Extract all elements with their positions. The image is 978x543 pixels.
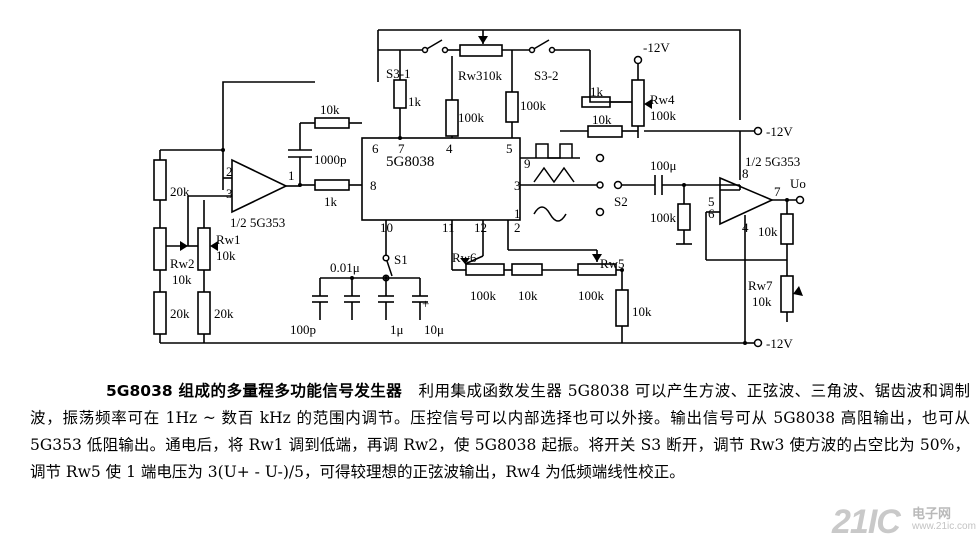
r-10k-feedback: 10k <box>320 102 340 117</box>
circuit-schematic: 5G8038 -12V -12V -12V 1/2 5G353 1/2 5G35… <box>153 29 806 351</box>
rw7-value: 10k <box>752 294 772 309</box>
supply-top-label: -12V <box>643 40 670 55</box>
r-10k-right: 10k <box>758 224 778 239</box>
cap-100p: 100p <box>290 322 316 337</box>
r-100k-rw6: 100k <box>470 288 497 303</box>
rw5-label: Rw5 <box>600 256 625 271</box>
rw6-label: Rw6 <box>452 250 477 265</box>
pin-1: 1 <box>514 206 521 221</box>
switch-s3-1-label: S3-1 <box>386 66 411 81</box>
caption: 5G8038 组成的多量程多功能信号发生器 利用集成函数发生器 5G8038 可… <box>30 378 970 486</box>
opamp-right-pin-6: 6 <box>708 206 715 221</box>
watermark-number: 21IC <box>832 503 901 541</box>
opamp-right-pin-7: 7 <box>774 184 781 199</box>
caption-paragraph: 5G8038 组成的多量程多功能信号发生器 利用集成函数发生器 5G8038 可… <box>30 378 970 486</box>
r-1k-rw4: 1k <box>590 84 604 99</box>
opamp-right-label: 1/2 5G353 <box>745 154 800 169</box>
opamp-right-pin-8: 8 <box>742 166 749 181</box>
rw2-label: Rw2 <box>170 256 195 271</box>
cap-1000p: 1000p <box>314 152 347 167</box>
output-label: Uo <box>790 176 806 191</box>
r-10k-series: 10k <box>518 288 538 303</box>
pin-4: 4 <box>446 141 453 156</box>
cap-10u: 10μ <box>424 322 444 337</box>
opamp-left-pin-1: 1 <box>288 168 295 183</box>
cap-10u-plus: + <box>422 296 429 311</box>
opamp-left-pin-2: 2 <box>226 164 233 179</box>
supply-bottom-label: -12V <box>766 336 793 351</box>
r-1k-pin7: 1k <box>408 94 422 109</box>
cap-0-01u: 0.01μ <box>330 260 360 275</box>
pin-8: 8 <box>370 178 377 193</box>
pin-7: 7 <box>398 141 405 156</box>
rw1-label: Rw1 <box>216 232 241 247</box>
supply-mid-label: -12V <box>766 124 793 139</box>
rw2-value: 10k <box>172 272 192 287</box>
switch-s3-2-label: S3-2 <box>534 68 559 83</box>
cap-100u: 100μ <box>650 158 677 173</box>
switch-s2-label: S2 <box>614 194 628 209</box>
rw4-label: Rw4 <box>650 92 675 107</box>
r-20k-bottom-right: 20k <box>214 306 234 321</box>
pin-5: 5 <box>506 141 513 156</box>
rw1-value: 10k <box>216 248 236 263</box>
r-100k-rw5: 100k <box>578 288 605 303</box>
site-watermark-logo: 21IC 电子网 www.21ic.com <box>832 501 976 541</box>
r-10k-pin2: 10k <box>632 304 652 319</box>
ic-label: 5G8038 <box>386 154 434 170</box>
opamp-left-label: 1/2 5G353 <box>230 215 285 230</box>
rw4-value: 100k <box>650 108 677 123</box>
rw3-label: Rw310k <box>458 68 503 83</box>
watermark-url: www.21ic.com <box>912 521 976 532</box>
opamp-right-pin-4: 4 <box>742 220 749 235</box>
caption-title: 5G8038 组成的多量程多功能信号发生器 <box>106 382 403 400</box>
pin-2: 2 <box>514 220 521 235</box>
r-10k-pin9: 10k <box>592 112 612 127</box>
r-1k-input: 1k <box>324 194 338 209</box>
r-20k-bottom-left: 20k <box>170 306 190 321</box>
r-20k-top: 20k <box>170 184 190 199</box>
opamp-left-pin-3: 3 <box>226 186 233 201</box>
pin-6: 6 <box>372 141 379 156</box>
r-100k-pin5: 100k <box>520 98 547 113</box>
pin-12: 12 <box>474 220 487 235</box>
pin-3: 3 <box>514 178 521 193</box>
caption-body: 利用集成函数发生器 5G8038 可以产生方波、正弦波、三角波、锯齿波和调制波，… <box>30 382 971 481</box>
cap-1u: 1μ <box>390 322 404 337</box>
r-100k-output: 100k <box>650 210 677 225</box>
switch-s1-label: S1 <box>394 252 408 267</box>
watermark-cn: 电子网 <box>912 507 952 522</box>
pin-11: 11 <box>442 220 455 235</box>
r-100k-pin4: 100k <box>458 110 485 125</box>
rw7-label: Rw7 <box>748 278 773 293</box>
pin-10: 10 <box>380 220 393 235</box>
opamp-right-pin-5: 5 <box>708 194 715 209</box>
pin-9: 9 <box>524 156 531 171</box>
